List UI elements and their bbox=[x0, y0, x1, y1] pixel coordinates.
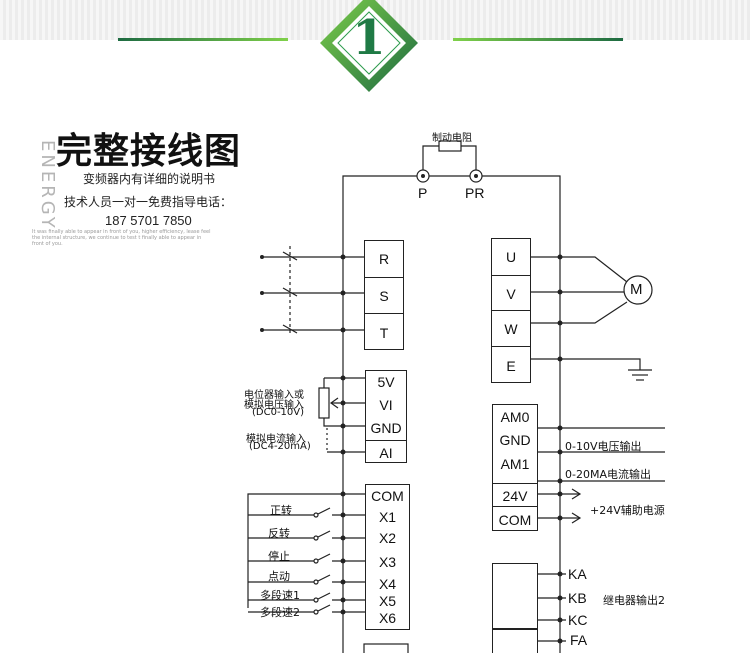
terminal-x6: X6 bbox=[378, 610, 397, 626]
terminal-vi: VI bbox=[379, 396, 393, 413]
manual-note: 变频器内有详细的说明书 bbox=[83, 172, 216, 186]
terminal-e: E bbox=[492, 346, 530, 384]
support-line: 技术人员一对一免费指导电话： bbox=[64, 195, 233, 209]
motor-output-terminal-block: U V W E bbox=[491, 238, 531, 383]
terminal-24v: 24V bbox=[493, 483, 537, 507]
voltage-output-label: 0-10V电压输出 bbox=[565, 440, 642, 453]
terminal-w: W bbox=[492, 310, 530, 347]
function-multispeed-2: 多段速2 bbox=[260, 606, 300, 619]
terminal-am1: AM1 bbox=[500, 456, 530, 472]
energy-watermark: ENERGY bbox=[37, 140, 58, 231]
support-phone: 187 5701 7850 bbox=[105, 213, 192, 228]
terminal-gnd: GND bbox=[370, 419, 402, 436]
decorative-blurb: It was finally able to appear in front o… bbox=[32, 229, 211, 247]
aux-power-label: +24V辅助电源 bbox=[590, 504, 665, 517]
current-output-label: 0-20MA电流输出 bbox=[565, 468, 651, 481]
function-jog: 点动 bbox=[268, 570, 290, 583]
terminal-fa: FA bbox=[570, 632, 588, 648]
terminal-x1: X1 bbox=[378, 508, 397, 525]
terminal-t: T bbox=[365, 313, 403, 351]
step-number: 1 bbox=[352, 10, 386, 66]
relay-output-label: 继电器输出2 bbox=[603, 594, 665, 607]
analog-voltage-label: 模拟电压输入 bbox=[244, 400, 304, 411]
brake-resistor-label: 制动电阻 bbox=[432, 133, 472, 144]
terminal-kc: KC bbox=[568, 612, 588, 628]
terminal-com-out: COM bbox=[493, 506, 537, 532]
current-input-label: 模拟电流输入 bbox=[246, 434, 306, 445]
terminal-5v: 5V bbox=[377, 374, 395, 390]
function-reverse: 反转 bbox=[268, 527, 290, 540]
digital-input-terminal-block: COM X1 X2 X3 X4 X5 X6 bbox=[365, 484, 410, 630]
terminal-x3: X3 bbox=[378, 554, 397, 570]
terminal-ka: KA bbox=[568, 566, 587, 582]
terminal-kb: KB bbox=[568, 590, 587, 606]
function-stop: 停止 bbox=[268, 550, 290, 563]
pot-input-label: 电位器输入或 bbox=[244, 390, 304, 401]
terminal-gnd-out: GND bbox=[499, 432, 531, 448]
terminal-u: U bbox=[505, 249, 517, 265]
terminal-ai: AI bbox=[366, 440, 406, 464]
analog-output-terminal-block: AM0 GND AM1 24V COM bbox=[492, 404, 538, 531]
terminal-com-in: COM bbox=[371, 487, 404, 504]
terminal-x4: X4 bbox=[378, 575, 397, 592]
step-badge: 1 bbox=[318, 0, 420, 94]
motor-symbol: M bbox=[630, 281, 643, 298]
brake-terminal-p: P bbox=[418, 185, 428, 201]
terminal-s: S bbox=[365, 277, 403, 314]
function-forward: 正转 bbox=[270, 504, 292, 517]
fault-relay-terminal-block bbox=[492, 629, 538, 653]
brake-terminal-pr: PR bbox=[465, 185, 485, 201]
terminal-x2: X2 bbox=[378, 530, 397, 546]
power-input-terminal-block: R S T bbox=[364, 240, 404, 350]
terminal-r: R bbox=[378, 251, 390, 267]
header-rule-left bbox=[118, 38, 288, 41]
current-range-label: (DC4-20mA) bbox=[249, 441, 311, 452]
analog-input-terminal-block: 5V VI GND AI bbox=[365, 370, 407, 463]
header-rule-right bbox=[453, 38, 623, 41]
function-multispeed-1: 多段速1 bbox=[260, 589, 300, 602]
page-title: 完整接线图 bbox=[56, 131, 242, 172]
diamond-badge-icon bbox=[320, 0, 418, 92]
terminal-v: V bbox=[492, 275, 530, 311]
terminal-am0: AM0 bbox=[500, 408, 530, 425]
relay-terminal-block bbox=[492, 563, 538, 629]
voltage-range-label: (DC0-10V) bbox=[252, 407, 305, 418]
terminal-x5: X5 bbox=[378, 593, 397, 609]
